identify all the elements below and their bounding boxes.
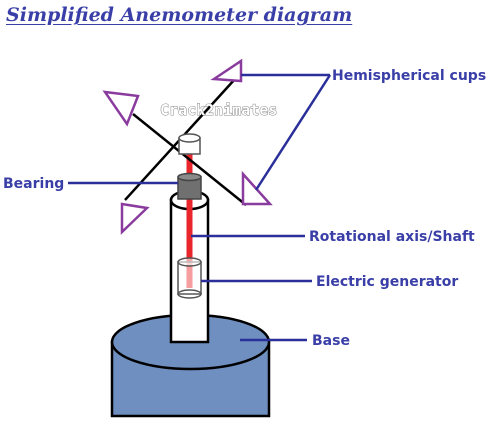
label-hemispherical-cups: Hemispherical cups xyxy=(332,68,486,84)
label-rotational-axis: Rotational axis/Shaft xyxy=(309,229,475,245)
bearing xyxy=(177,172,202,200)
leader-lines xyxy=(68,73,332,342)
bearing-top xyxy=(177,172,202,182)
hub xyxy=(178,133,201,155)
cup-bottom-left xyxy=(120,202,150,235)
cup-top-left xyxy=(102,90,140,127)
hub-top xyxy=(178,133,201,143)
hemispherical-cups xyxy=(102,58,273,235)
generator-top xyxy=(177,257,202,267)
label-bearing: Bearing xyxy=(3,176,64,192)
cup-top-right xyxy=(210,58,243,83)
generator-body xyxy=(177,261,202,295)
watermark-text: Crack2nimates xyxy=(160,101,277,119)
electric-generator xyxy=(177,257,202,299)
label-base: Base xyxy=(312,333,350,349)
leader-cups-diagonal xyxy=(254,74,332,191)
arm-1 xyxy=(132,113,247,206)
diagram-title: Simplified Anemometer diagram xyxy=(6,4,353,26)
generator-bottom xyxy=(177,289,202,299)
label-electric-generator: Electric generator xyxy=(316,274,458,290)
